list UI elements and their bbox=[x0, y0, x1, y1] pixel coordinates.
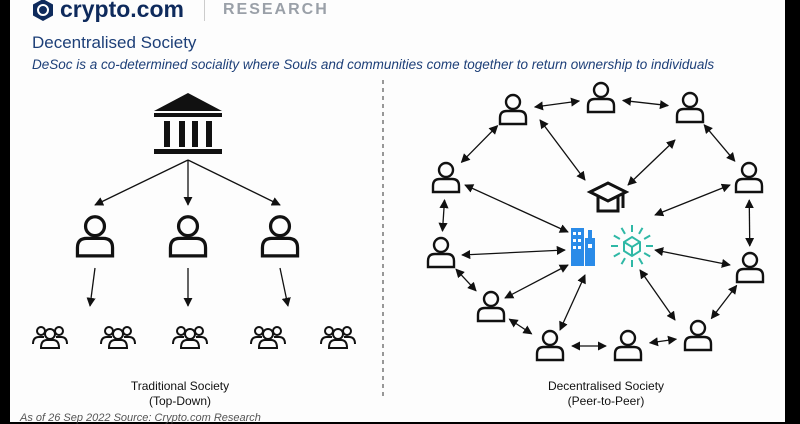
arrow bbox=[279, 267, 291, 307]
group-icon bbox=[250, 326, 286, 349]
group-icon bbox=[32, 326, 68, 349]
section-label: RESEARCH bbox=[222, 0, 329, 18]
arrow bbox=[627, 139, 676, 186]
arrow bbox=[464, 184, 569, 233]
arrow bbox=[648, 335, 678, 347]
caption-line: (Top-Down) bbox=[148, 394, 211, 408]
arrow bbox=[559, 274, 586, 331]
arrow bbox=[539, 119, 586, 181]
page-title: Decentralised Society bbox=[32, 33, 197, 52]
arrow bbox=[438, 199, 449, 232]
arrow bbox=[703, 124, 736, 162]
group-icon bbox=[320, 326, 356, 349]
blockchain-cube-icon bbox=[611, 225, 653, 267]
arrow bbox=[654, 183, 731, 217]
institution-bank-icon bbox=[154, 93, 222, 154]
soul-person-icon bbox=[734, 161, 764, 194]
decentralised-caption: Decentralised Society(Peer-to-Peer) bbox=[506, 379, 706, 409]
arrow bbox=[654, 247, 731, 268]
arrow bbox=[710, 284, 738, 320]
arrow bbox=[639, 269, 676, 321]
page-subtitle: DeSoc is a co-determined sociality where… bbox=[32, 57, 715, 72]
footer-source: As of 26 Sep 2022 Source: Crypto.com Res… bbox=[20, 412, 261, 424]
arrow bbox=[86, 267, 96, 307]
soul-person-icon bbox=[675, 91, 705, 124]
group-icon bbox=[172, 326, 208, 349]
arrow bbox=[461, 245, 566, 260]
building-city-icon bbox=[571, 228, 595, 266]
logo: crypto.com RESEARCH bbox=[32, 0, 329, 23]
arrow bbox=[744, 199, 755, 247]
caption-line: Decentralised Society bbox=[547, 379, 665, 393]
person-icon bbox=[75, 215, 115, 258]
graduation-cap-icon bbox=[586, 181, 630, 213]
caption-line: Traditional Society bbox=[130, 379, 230, 393]
divider bbox=[203, 0, 205, 21]
arrow bbox=[460, 125, 499, 163]
arrow bbox=[94, 159, 189, 206]
traditional-caption: Traditional Society(Top-Down) bbox=[80, 379, 280, 409]
brand-name: crypto.com bbox=[60, 0, 184, 22]
soul-person-icon bbox=[735, 251, 765, 284]
arrow bbox=[533, 97, 581, 111]
soul-person-icon bbox=[431, 161, 461, 194]
soul-person-icon bbox=[535, 329, 565, 362]
arrow bbox=[187, 159, 281, 206]
arrow bbox=[508, 318, 533, 335]
soul-person-icon bbox=[476, 290, 506, 323]
soul-person-icon bbox=[498, 93, 528, 126]
soul-person-icon bbox=[683, 319, 713, 352]
soul-person-icon bbox=[426, 236, 456, 269]
crypto-lion-icon bbox=[33, 0, 53, 21]
person-icon bbox=[260, 215, 300, 258]
caption-line: (Peer-to-Peer) bbox=[567, 394, 645, 408]
arrow bbox=[621, 96, 670, 110]
person-icon bbox=[168, 215, 208, 258]
group-icon bbox=[100, 326, 136, 349]
soul-person-icon bbox=[586, 81, 616, 114]
arrow bbox=[504, 264, 569, 299]
soul-person-icon bbox=[613, 329, 643, 362]
arrow bbox=[455, 268, 477, 292]
